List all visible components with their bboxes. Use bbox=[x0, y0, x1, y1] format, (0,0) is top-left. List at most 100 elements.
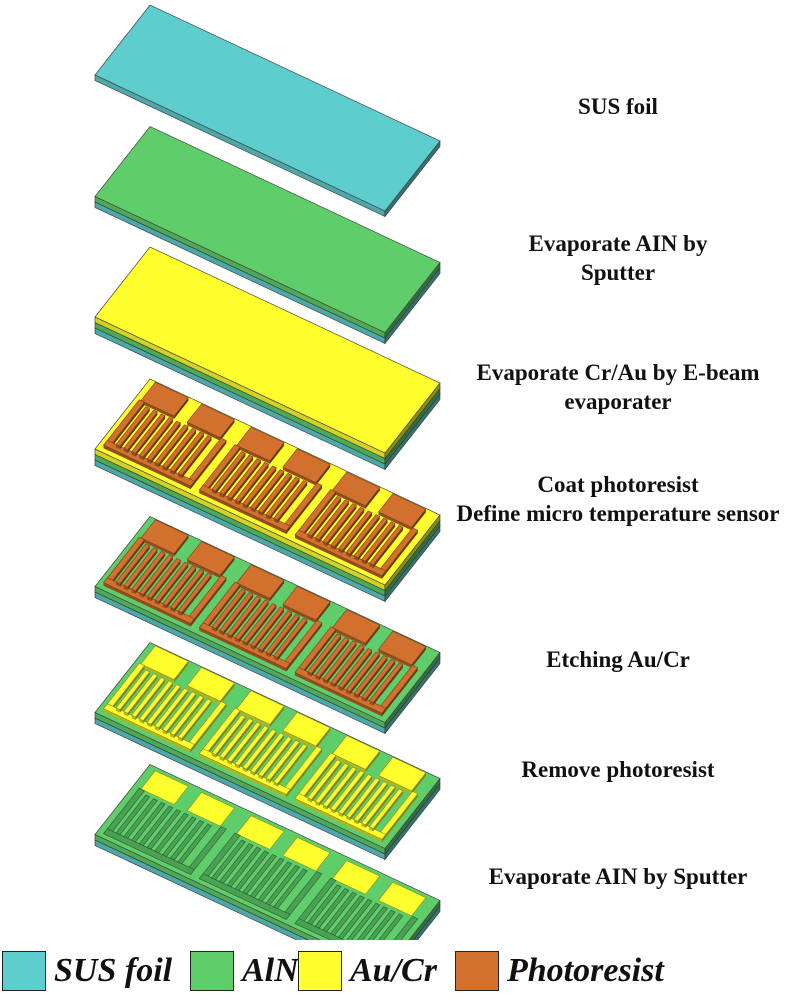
sensor-finger-edge bbox=[178, 736, 182, 742]
sensor-finger-edge bbox=[361, 697, 366, 702]
sensor-finger bbox=[273, 480, 308, 521]
sensor-finger-edge bbox=[353, 819, 358, 825]
sensor-finger-edge bbox=[265, 514, 270, 520]
sensor-finger-edge bbox=[139, 455, 144, 461]
sensor-finger-edge bbox=[319, 501, 349, 543]
sensor-finger-edge bbox=[174, 433, 204, 475]
sensor-finger-edge bbox=[334, 509, 365, 550]
sensor-bus-bar-edge bbox=[381, 834, 386, 843]
sensor-pad bbox=[282, 585, 331, 621]
sensor-finger-edge bbox=[211, 489, 216, 495]
sensor-pad bbox=[378, 630, 427, 666]
sensor-finger-edge bbox=[238, 601, 269, 643]
sensor-finger-edge bbox=[334, 646, 365, 688]
sensor-finger bbox=[177, 698, 212, 740]
sensor-finger-edge bbox=[215, 453, 246, 495]
sensor-finger bbox=[234, 725, 270, 766]
sensor-bus-bar-edge bbox=[381, 667, 418, 717]
sensor-finger bbox=[330, 644, 365, 685]
sensor-bus-bar-edge bbox=[300, 755, 336, 804]
sensor-pad-edge bbox=[220, 419, 235, 441]
sensor-pad bbox=[282, 836, 331, 872]
sensor-finger bbox=[211, 588, 246, 629]
sensor-finger-edge bbox=[265, 778, 270, 783]
sensor-finger-edge bbox=[219, 630, 224, 636]
sensor-finger-edge bbox=[365, 523, 396, 565]
sensor-pad-edge bbox=[282, 730, 316, 749]
sensor-finger bbox=[330, 770, 365, 811]
sensor-finger-edge bbox=[116, 581, 120, 587]
sensor-pad-edge bbox=[174, 397, 189, 419]
sensor-finger-edge bbox=[369, 563, 374, 568]
sensor-pad-edge bbox=[187, 559, 221, 579]
sensor-finger bbox=[211, 451, 246, 492]
sensor-bus-bar-edge bbox=[103, 582, 191, 627]
sensor-pad bbox=[236, 815, 285, 850]
sensor-finger-edge bbox=[181, 437, 212, 479]
sensor-finger-edge bbox=[269, 742, 300, 783]
sensor-finger bbox=[242, 465, 277, 506]
sensor-pad bbox=[282, 448, 331, 483]
sensor-finger-edge bbox=[326, 505, 357, 547]
sensor-pad bbox=[140, 519, 189, 554]
sensor-finger-edge bbox=[227, 634, 232, 639]
sensor-pad-edge bbox=[187, 685, 221, 705]
sensor-pad-edge bbox=[332, 753, 366, 773]
sensor-finger-edge bbox=[231, 460, 261, 502]
sensor-pad bbox=[378, 493, 427, 528]
sensor-finger-edge bbox=[311, 761, 342, 803]
sensor-bus-bar-edge bbox=[190, 578, 227, 627]
sensor-finger-edge bbox=[235, 763, 239, 769]
sensor-finger-edge bbox=[127, 549, 158, 591]
sensor-pad bbox=[236, 690, 285, 725]
sensor-finger bbox=[257, 472, 293, 514]
sensor-finger-edge bbox=[323, 678, 327, 684]
sensor-pad-edge bbox=[315, 601, 331, 623]
sensor-bus-bar bbox=[393, 915, 419, 940]
sensor-finger-edge bbox=[269, 616, 300, 657]
sensor-finger-edge bbox=[123, 711, 128, 717]
sensor-finger-edge bbox=[277, 482, 308, 524]
sensor-finger bbox=[345, 777, 381, 818]
sensor-finger-edge bbox=[338, 812, 343, 817]
sensor-finger-edge bbox=[170, 469, 175, 475]
sensor-finger bbox=[169, 569, 205, 610]
sensor-finger bbox=[367, 909, 396, 940]
process-flow-diagram bbox=[94, 4, 441, 940]
sensor-finger bbox=[368, 525, 404, 566]
sensor-finger bbox=[356, 906, 388, 940]
sensor-bus-bar-edge bbox=[300, 491, 336, 541]
sensor-finger-edge bbox=[250, 507, 255, 513]
sensor-pad-edge bbox=[315, 727, 331, 749]
sensor-finger-edge bbox=[147, 722, 151, 728]
sensor-finger bbox=[337, 774, 373, 815]
top-face bbox=[94, 126, 441, 333]
sensor-finger-edge bbox=[357, 783, 388, 825]
sensor-finger-edge bbox=[215, 716, 246, 758]
sensor-finger-edge bbox=[242, 767, 247, 773]
sensor-pad-edge bbox=[315, 464, 331, 486]
wafer-step-7 bbox=[94, 764, 441, 940]
sensor-pad-edge bbox=[187, 422, 221, 441]
sensor-finger bbox=[162, 816, 197, 857]
sensor-finger bbox=[242, 729, 277, 770]
sensor-finger-edge bbox=[254, 471, 284, 513]
sensor-bus-bar-edge bbox=[108, 665, 145, 715]
sensor-finger-edge bbox=[254, 608, 284, 650]
sensor-finger bbox=[250, 469, 285, 510]
sensor-finger bbox=[177, 572, 212, 614]
sensor-finger-edge bbox=[158, 690, 189, 731]
top-face bbox=[94, 246, 441, 454]
sensor-finger-edge bbox=[162, 466, 167, 471]
sensor-finger bbox=[242, 854, 277, 895]
sensor-finger bbox=[257, 736, 293, 777]
sensor-finger-edge bbox=[273, 781, 278, 787]
sensor-finger-edge bbox=[147, 458, 151, 464]
sensor-finger bbox=[265, 740, 300, 781]
sensor-finger bbox=[337, 899, 373, 940]
sensor-pad bbox=[140, 645, 189, 680]
sensor-finger-edge bbox=[350, 653, 380, 695]
sensor-finger-edge bbox=[330, 545, 335, 550]
sensor-pad bbox=[378, 756, 427, 792]
sensor-finger bbox=[146, 420, 182, 462]
